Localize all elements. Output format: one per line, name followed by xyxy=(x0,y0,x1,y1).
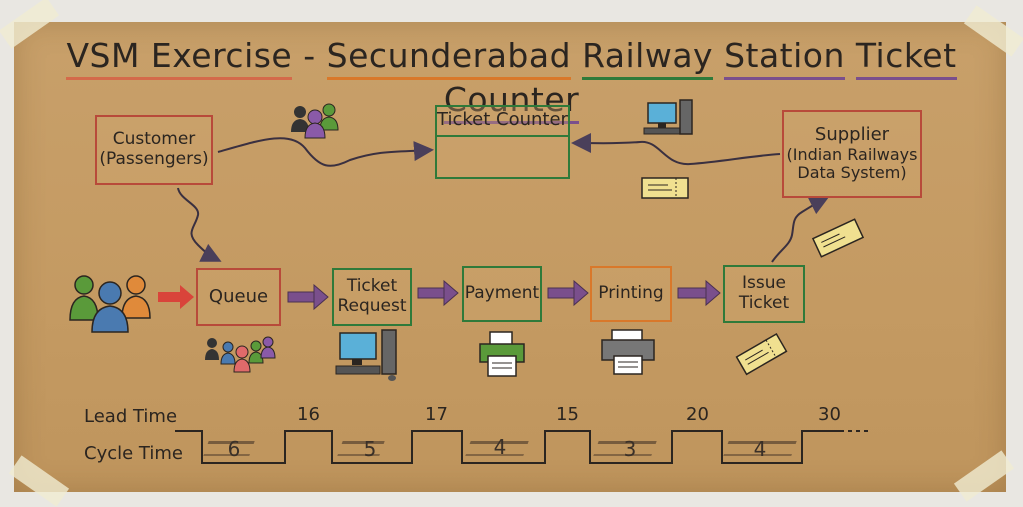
cycle-time-value: 5 xyxy=(363,437,377,461)
lead-time-value: 17 xyxy=(425,404,448,425)
customer-label: Customer xyxy=(112,129,196,150)
supplier-sublabel-2: Data System) xyxy=(797,163,907,183)
process-ticket-request-line1: Ticket xyxy=(346,276,398,297)
title-part-vsm: VSM Exercise xyxy=(66,36,293,80)
process-payment: Payment xyxy=(462,266,542,322)
supplier-box: Supplier (Indian Railways Data System) xyxy=(782,110,922,198)
lead-time-value: 16 xyxy=(297,404,320,425)
printer-icon-printing xyxy=(601,329,655,375)
cycle-time-value: 4 xyxy=(753,437,767,461)
title-dash: - xyxy=(303,36,316,75)
title-part-railway: Railway xyxy=(582,36,714,80)
process-ticket-request: Ticket Request xyxy=(332,268,412,326)
kraft-paper-background xyxy=(14,22,1006,492)
printer-icon-payment xyxy=(479,331,525,377)
title-part-station: Station xyxy=(724,36,845,80)
timeline-ladder xyxy=(175,430,840,464)
supplier-sublabel-1: (Indian Railways xyxy=(786,144,918,164)
lead-time-value: 20 xyxy=(686,404,709,425)
process-queue-label: Queue xyxy=(208,285,269,307)
cycle-time-value: 3 xyxy=(623,437,637,461)
ticket-icon-supplier xyxy=(811,218,865,258)
title-part-counter: Counter xyxy=(443,80,580,124)
customer-to-queue-arrow xyxy=(177,187,222,262)
customer-to-counter-arrow xyxy=(217,137,434,167)
process-issue-ticket-line1: Issue xyxy=(742,273,786,294)
people-group-icon-top xyxy=(291,103,339,139)
people-group-icon xyxy=(69,275,151,333)
push-arrow-1 xyxy=(287,283,329,311)
title-part-ticket: Ticket xyxy=(855,36,957,80)
supplier-to-counter-arrow xyxy=(571,133,781,166)
push-arrow-2 xyxy=(417,279,459,307)
ticket-counter-label: Ticket Counter xyxy=(437,107,568,137)
process-issue-ticket-line2: Ticket xyxy=(738,293,790,313)
ticket-icon-top xyxy=(641,177,689,199)
push-arrow-3 xyxy=(547,279,589,307)
process-issue-ticket: Issue Ticket xyxy=(723,265,805,323)
ticket-counter-box: Ticket Counter xyxy=(435,105,570,179)
lead-time-value: 30 xyxy=(818,404,841,425)
lead-time-value: 15 xyxy=(556,404,579,425)
cycle-time-value: 6 xyxy=(227,437,241,461)
first-push-arrow xyxy=(158,285,194,309)
customer-sublabel: (Passengers) xyxy=(99,149,209,169)
customer-box: Customer (Passengers) xyxy=(95,115,213,185)
computer-icon-top xyxy=(643,99,693,135)
process-queue: Queue xyxy=(196,268,281,326)
push-arrow-4 xyxy=(677,279,721,307)
process-ticket-request-line2: Request xyxy=(337,296,407,316)
people-group-icon-queue xyxy=(205,336,276,373)
computer-icon-request xyxy=(335,329,397,381)
process-payment-label: Payment xyxy=(464,283,540,304)
supplier-label: Supplier xyxy=(814,124,890,146)
title-part-city: Secunderabad xyxy=(326,36,572,80)
cycle-time-value: 4 xyxy=(493,435,507,459)
issue-to-supplier-arrow xyxy=(771,196,830,263)
lead-time-label: Lead Time xyxy=(84,406,178,427)
page-title: VSM Exercise - Secunderabad Railway Stat… xyxy=(0,36,1023,124)
ticket-icon-issue xyxy=(735,332,788,376)
process-printing-label: Printing xyxy=(598,283,664,304)
cycle-time-label: Cycle Time xyxy=(84,443,183,464)
process-printing: Printing xyxy=(590,266,672,322)
